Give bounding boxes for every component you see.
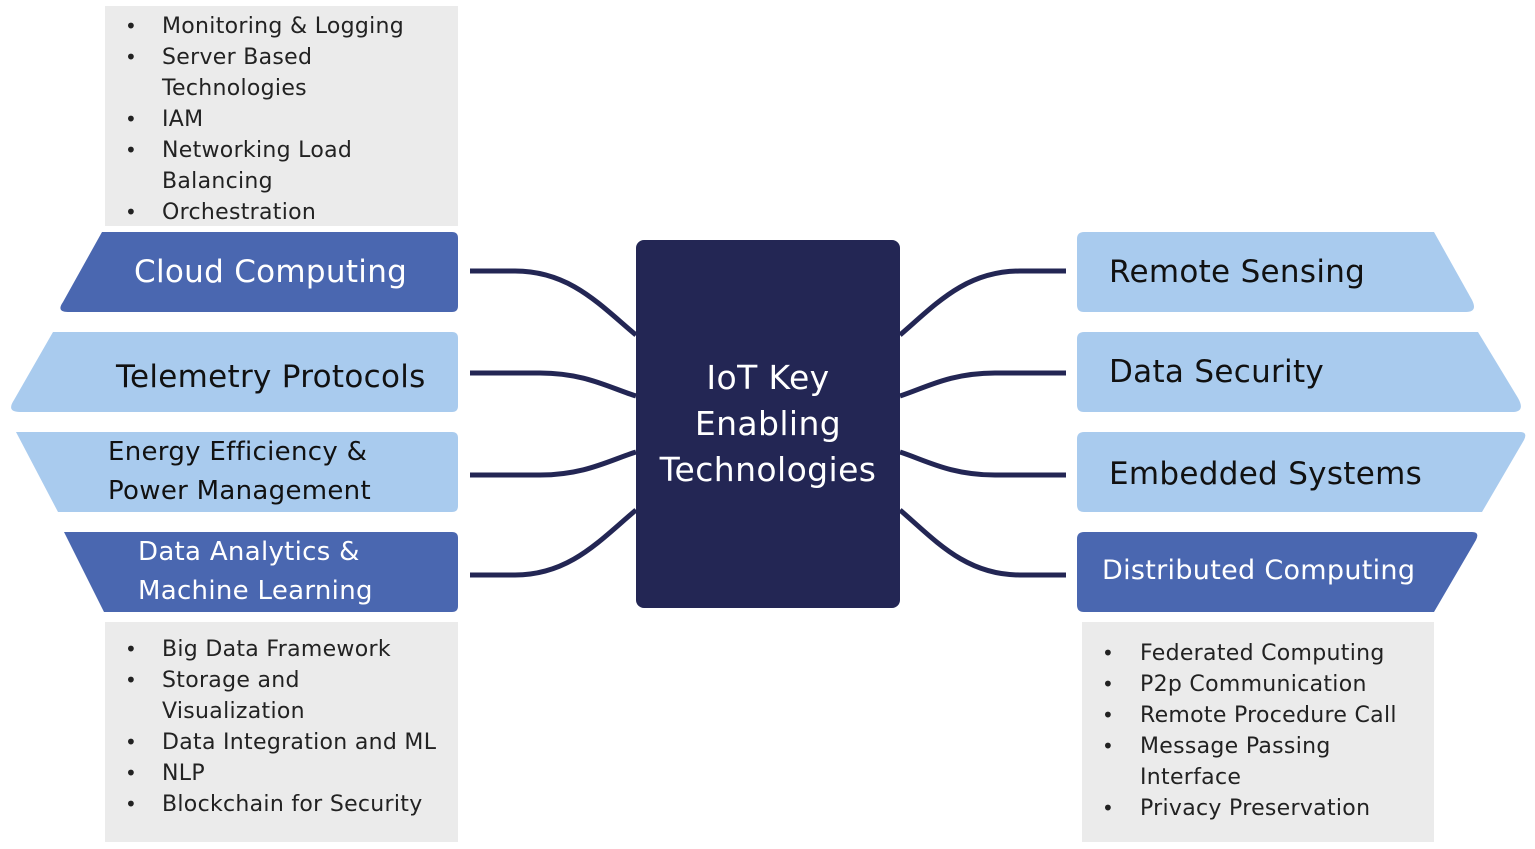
cloud-computing-details: Monitoring & Logging Server Based Techno… (105, 6, 458, 228)
connector-left-4 (470, 508, 638, 578)
list-item: Federated Computing (1082, 638, 1434, 669)
data-security-shape (1077, 332, 1521, 412)
embedded-systems-shape (1077, 432, 1526, 512)
telemetry-protocols-shape (11, 332, 458, 412)
list-item: Orchestration (105, 197, 458, 228)
connector-left-3 (470, 449, 637, 478)
data-security-label: Data Security (1109, 354, 1325, 390)
connector-left-1 (470, 268, 638, 337)
list-item: Storage and Visualization (105, 665, 458, 727)
data-analytics-shape (64, 532, 458, 612)
list-item: Blockchain for Security (105, 789, 458, 820)
cloud-computing-shape (60, 232, 458, 312)
connector-right-4 (898, 508, 1066, 578)
data-analytics-label: Data Analytics & Machine Learning (138, 537, 373, 606)
remote-sensing-shape (1077, 232, 1474, 312)
energy-efficiency-label: Energy Efficiency & Power Management (108, 437, 371, 506)
distributed-computing-label: Distributed Computing (1102, 554, 1416, 586)
connector-right-3 (899, 449, 1066, 478)
list-item: P2p Communication (1082, 669, 1434, 700)
data-analytics-details: Big Data Framework Storage and Visualiza… (105, 622, 458, 842)
connector-left-2 (470, 370, 637, 399)
connector-right-2 (899, 370, 1066, 399)
energy-efficiency-shape (16, 432, 458, 512)
list-item: Message Passing Interface (1082, 731, 1434, 793)
center-box (636, 240, 900, 608)
list-item: Data Integration and ML (105, 727, 458, 758)
list-item: Privacy Preservation (1082, 793, 1434, 824)
center-title: IoT Key Enabling Technologies (659, 358, 877, 489)
embedded-systems-label: Embedded Systems (1109, 456, 1423, 492)
remote-sensing-label: Remote Sensing (1109, 254, 1366, 290)
distributed-computing-shape (1077, 532, 1478, 612)
list-item: Networking Load Balancing (105, 135, 458, 197)
telemetry-protocols-label: Telemetry Protocols (116, 359, 426, 395)
list-item: Server Based Technologies (105, 42, 458, 104)
list-item: Big Data Framework (105, 634, 458, 665)
list-item: Remote Procedure Call (1082, 700, 1434, 731)
list-item: IAM (105, 104, 458, 135)
list-item: Monitoring & Logging (105, 11, 458, 42)
list-item: NLP (105, 758, 458, 789)
connector-right-1 (898, 268, 1066, 337)
cloud-computing-label: Cloud Computing (134, 254, 408, 290)
distributed-computing-details: Federated Computing P2p Communication Re… (1082, 622, 1434, 842)
